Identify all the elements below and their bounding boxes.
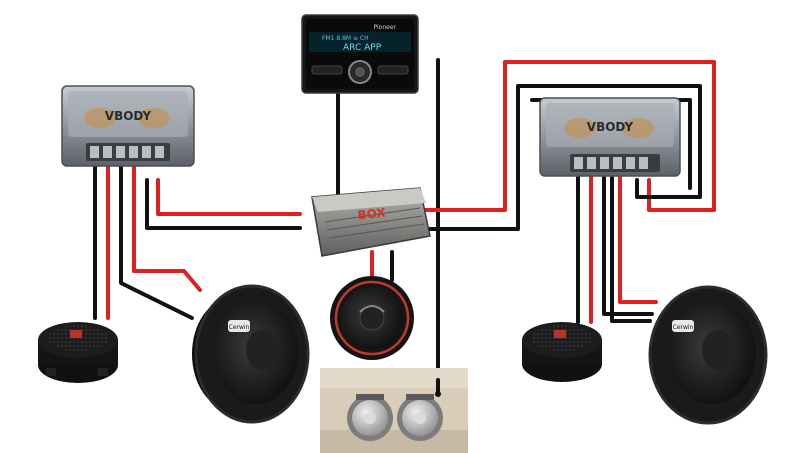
wire-right-woofer-pos [618,158,658,304]
amplifier-brand: BOX [357,206,387,223]
wire-amp-right-neg [423,84,702,231]
crossover-right-brand: VBODY [587,120,634,134]
wire-left-woofer-pos [132,156,202,292]
crossover-left-brand: VBODY [105,109,152,123]
wire-amp-right-pos [423,60,716,212]
tweeter-left [38,322,118,383]
wire-left-woofer-neg [119,156,194,320]
head-unit-icon: Pioneer FM1 8.8M ≡ CH ARC APP [301,14,419,94]
tweeter-icon [522,322,602,382]
woofer-right: Cerwin [648,285,768,425]
wires [93,58,716,394]
woofer-right-brand: Cerwin [673,324,694,331]
wire-right-woofer-neg2 [610,158,652,323]
subwoofer-icon [330,276,414,360]
door-speaker-icon [347,394,393,441]
crossover-icon: VBODY [61,85,195,167]
crossover-right: VBODY [539,97,681,177]
crossover-left: VBODY [61,85,195,167]
tweeter-right [522,322,602,382]
head-unit-brand: Pioneer [374,24,397,31]
wire-right-woofer-neg1 [602,158,654,316]
amplifier-icon: BOX [311,187,431,257]
head-unit-display-main: ARC APP [343,43,382,53]
head-unit-display-top: FM1 8.8M ≡ CH [322,35,369,42]
door-speakers-photo [320,368,468,453]
woofer-icon: Cerwin [648,285,768,425]
door-speaker-icon [397,394,443,441]
wire-amp-left-pos [156,178,302,216]
woofer-left: Cerwin [192,284,310,424]
woofer-left-brand: Cerwin [229,324,250,331]
wire-amp-left-neg [145,178,302,230]
tweeter-icon [38,322,118,383]
woofer-icon: Cerwin [192,284,310,424]
crossover-icon: VBODY [539,97,681,177]
